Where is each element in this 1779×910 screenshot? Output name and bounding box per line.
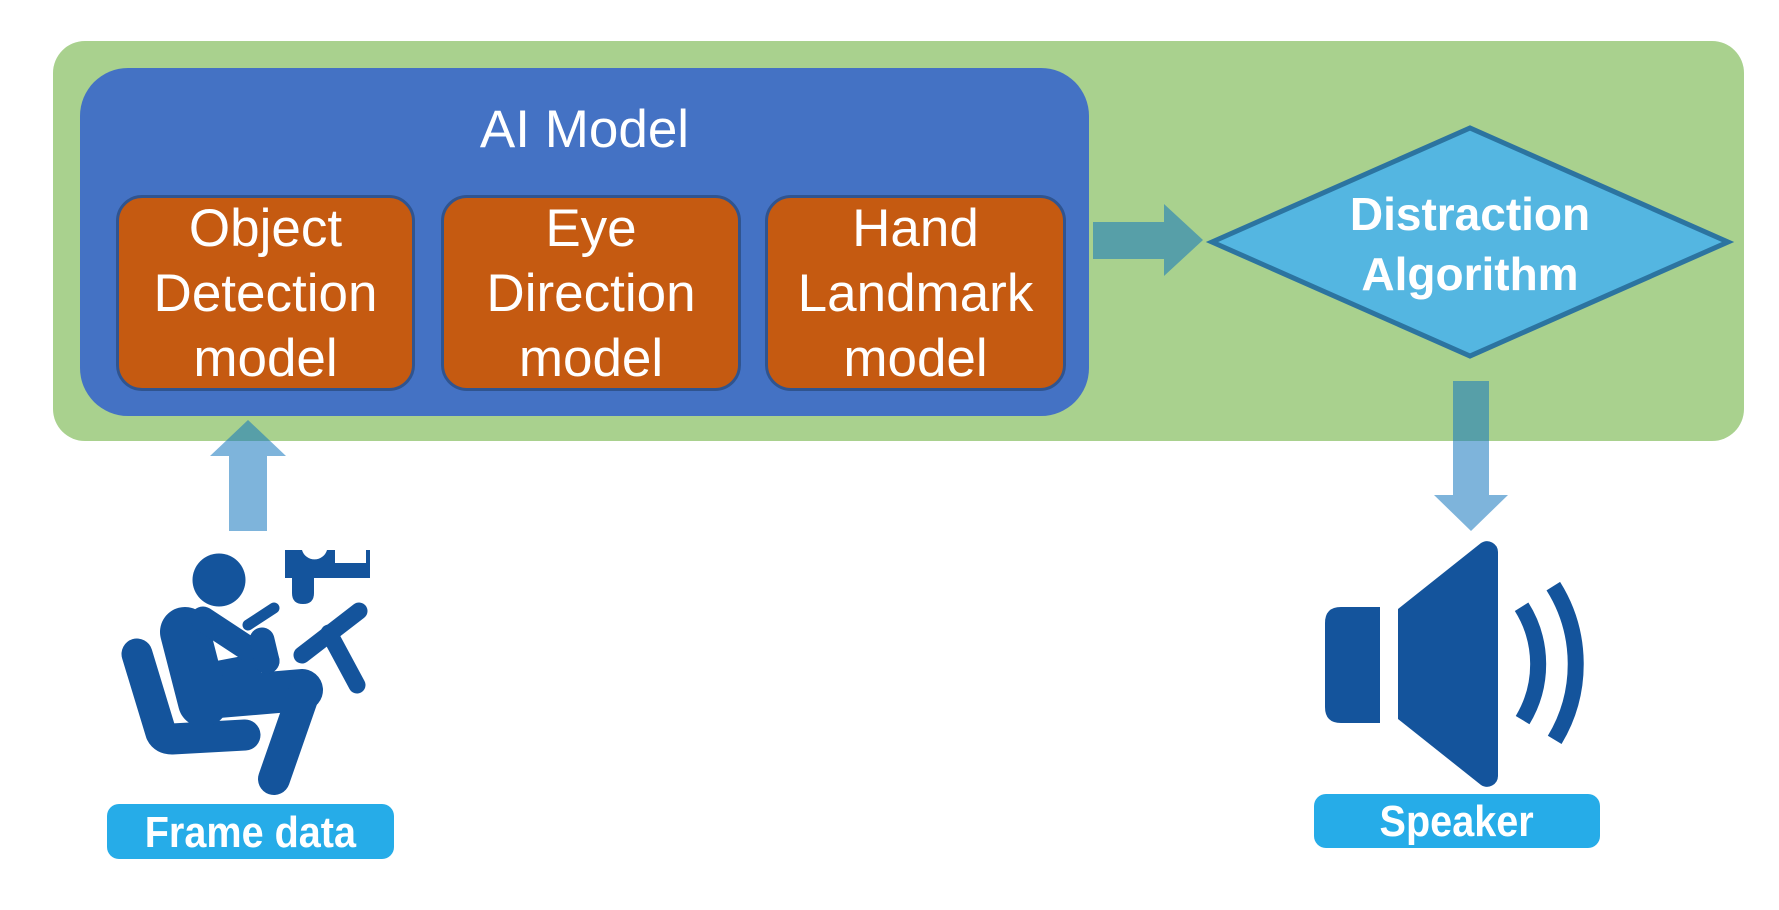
- speaker-horn-shape: [1398, 541, 1498, 787]
- frame-data-tag: Frame data: [107, 804, 394, 859]
- speaker-wave-inner: [1514, 602, 1547, 725]
- hand-landmark-model-box: Hand Landmark model: [765, 195, 1066, 391]
- distraction-algorithm-label: Distraction Algorithm: [1349, 188, 1591, 300]
- frame-data-label: Frame data: [144, 807, 357, 857]
- mirror-shape: [285, 550, 370, 578]
- driver-shin-shape: [258, 674, 321, 795]
- driver-head-shape: [192, 553, 246, 607]
- speaker-icon: [1325, 541, 1584, 787]
- car-seat-shape: [121, 638, 261, 755]
- eye-direction-model-box: Eye Direction model: [441, 195, 741, 391]
- down-arrow: [1434, 381, 1508, 531]
- ai-model-title: AI Model: [479, 100, 690, 159]
- object-detection-model-box: Object Detection model: [116, 195, 415, 391]
- speaker-label: Speaker: [1379, 797, 1535, 846]
- distracted-driver-icon: [121, 550, 370, 795]
- speaker-tag: Speaker: [1314, 794, 1600, 848]
- driver-forearm-shape: [249, 627, 280, 674]
- object-detection-model-label: Object Detection model: [153, 198, 378, 388]
- driver-torso-shape: [160, 607, 228, 727]
- mirror-stem-shape: [292, 575, 314, 604]
- speaker-driver-shape: [1325, 607, 1380, 723]
- steering-spoke-shape: [320, 624, 366, 694]
- phone-shape: [242, 602, 280, 631]
- eye-direction-model-label: Eye Direction model: [486, 198, 696, 388]
- speaker-wave-outer: [1546, 581, 1584, 745]
- right-arrow: [1093, 204, 1203, 276]
- distraction-algorithm-diamond: [1205, 125, 1735, 359]
- up-arrow: [210, 420, 286, 531]
- hand-landmark-model-label: Hand Landmark model: [797, 198, 1034, 388]
